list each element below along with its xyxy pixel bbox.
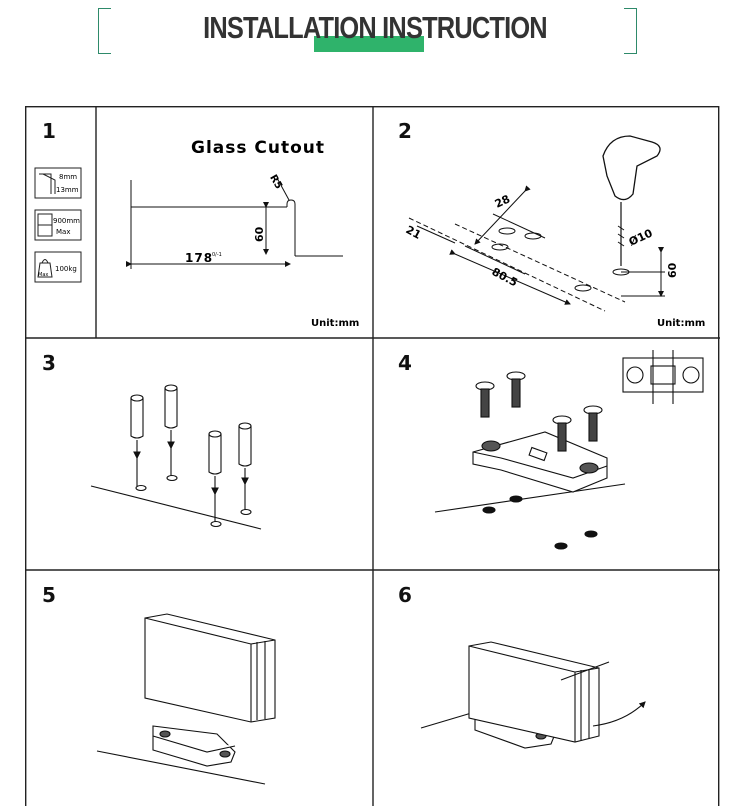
grid-lines [25,106,720,806]
step-number-4: 4 [398,351,412,375]
thickness-icon [34,167,82,199]
dim-tolerance: 0/-1 [212,252,222,258]
inset-top-view [622,350,704,404]
dim-radius: R5 [267,173,284,191]
anchor-1 [130,394,147,492]
screws [475,371,603,452]
step-number-3: 3 [42,351,56,375]
step-4-panel [434,350,704,550]
spec-thickness-max: 13mm [56,186,79,194]
dim-height: 60 [253,226,266,242]
page-title: INSTALLATION INSTRUCTION [203,10,548,45]
spec-width: 900mm [53,217,80,225]
anchor-4 [238,422,252,516]
dim-80-5: 80.5 [490,265,520,289]
dim-21: 21 [404,223,424,242]
spec-weight-note: Max [38,272,48,278]
header: INSTALLATION INSTRUCTION [0,0,750,70]
base-plate [472,431,608,493]
step-number-2: 2 [398,119,412,143]
step-6-panel [420,641,646,749]
dim-60: 60 [666,262,679,278]
glass-cutout-heading: Glass Cutout [191,138,325,158]
width-icon [34,209,82,241]
unit-label-1: Unit:mm [311,318,359,329]
title-accent-bar [314,36,424,52]
title-bracket-left [98,8,111,54]
anchor-3 [208,430,222,528]
title-bracket-right [624,8,637,54]
dim-28: 28 [493,192,512,210]
dim-length: 178 [185,251,213,265]
spec-thickness-min: 8mm [59,173,77,181]
step-number-1: 1 [42,119,56,143]
spec-width-note: Max [56,228,70,236]
cutout-drawing [126,177,343,269]
dim-diameter: Ø10 [627,226,655,248]
drill-layout [408,135,665,312]
weight-icon [34,251,82,283]
step-1-panel: 8mm 13mm 900mm Max 100kg Max Glass Cutou… [34,138,359,329]
anchor-2 [164,384,178,482]
instruction-grid: 1 2 3 4 5 6 8mm 13mm 900mm Max 100kg Max [25,106,720,806]
step-number-6: 6 [398,583,412,607]
step-5-panel [96,613,276,785]
spec-weight: 100kg [55,265,77,273]
step-number-5: 5 [42,583,56,607]
unit-label-2: Unit:mm [657,318,705,329]
step-3-panel [90,384,262,530]
step-2-panel: 28 21 80.5 Ø10 60 Unit:mm [404,135,705,329]
